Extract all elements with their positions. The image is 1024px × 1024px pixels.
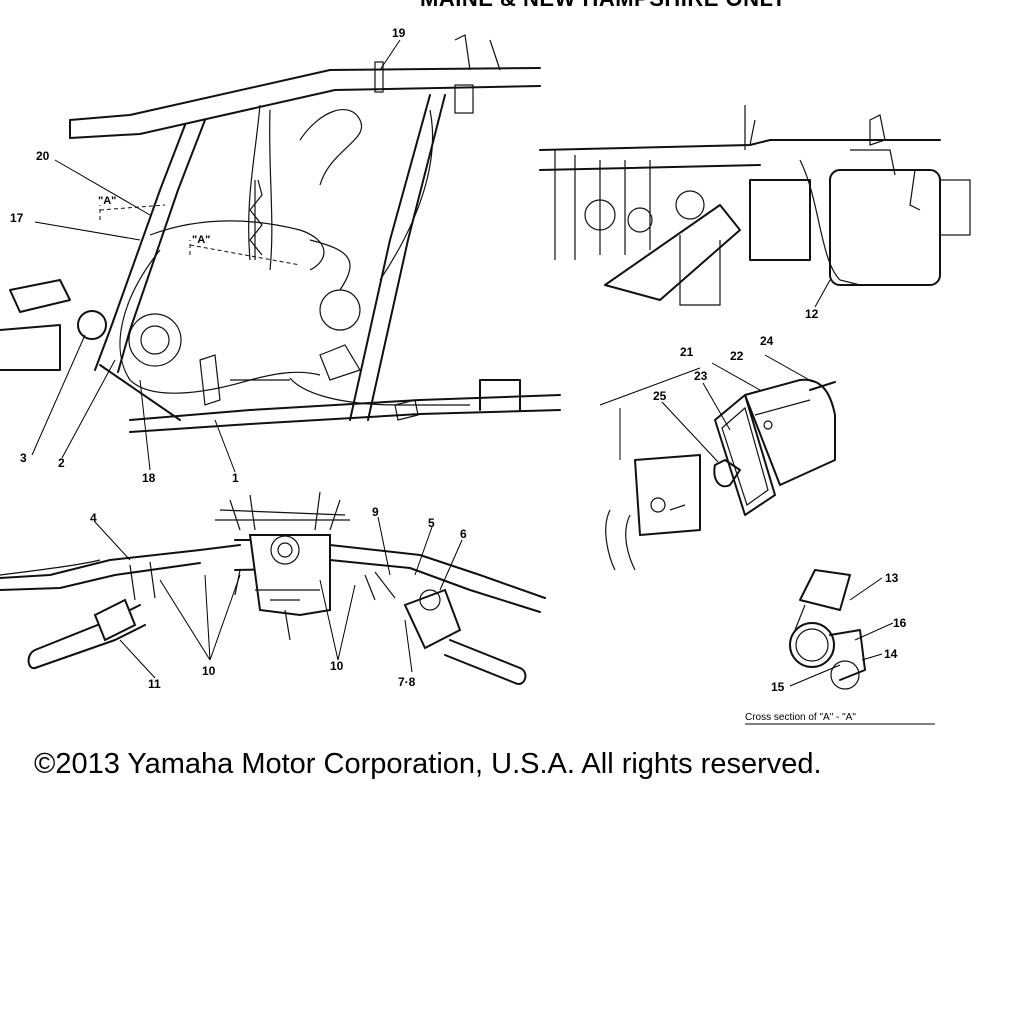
cross-section-caption-group: Cross section of "A" - "A": [745, 712, 935, 725]
callout-18: 18: [142, 471, 156, 485]
callout-11: 11: [148, 677, 161, 691]
callout-10-left: 10: [202, 664, 216, 678]
callout-leader-lines: [31, 39, 894, 687]
callout-5: 5: [428, 516, 435, 530]
cross-section-caption: Cross section of "A" - "A": [745, 712, 856, 723]
callout-13: 13: [885, 571, 899, 585]
callout-2: 2: [58, 456, 65, 470]
callout-10-right: 10: [330, 659, 344, 673]
diagram-header-title: MAINE & NEW HAMPSHIRE ONLY: [420, 0, 787, 12]
callout-15: 15: [771, 680, 785, 694]
callout-23: 23: [694, 369, 708, 383]
callout-9: 9: [372, 505, 379, 519]
callout-20: 20: [36, 149, 50, 163]
rear-wiring-detail: [539, 105, 971, 306]
callout-1: 1: [232, 471, 239, 485]
callout-3: 3: [20, 451, 27, 465]
callout-21: 21: [680, 345, 694, 359]
callout-22: 22: [730, 349, 744, 363]
cross-section-detail: [789, 569, 866, 690]
callout-7-8: 7·8: [398, 675, 416, 689]
callout-numbers: 1 2 3 4 5 6 7·8 9 10 10 11 12 13 14 15 1…: [10, 26, 907, 694]
callout-16: 16: [893, 616, 907, 630]
callout-25: 25: [653, 389, 667, 403]
frame-assembly: [0, 34, 561, 433]
callout-14: 14: [884, 647, 898, 661]
license-lamp-exploded-view: [599, 367, 836, 571]
callout-24: 24: [760, 334, 774, 348]
handlebar-assembly: [0, 491, 546, 685]
section-marker-upper: "A": [98, 195, 116, 207]
callout-17: 17: [10, 211, 24, 225]
copyright-notice: ©2013 Yamaha Motor Corporation, U.S.A. A…: [34, 748, 822, 780]
section-marker-lower: "A": [192, 234, 210, 246]
callout-4: 4: [90, 511, 97, 525]
callout-19: 19: [392, 26, 406, 40]
callout-12: 12: [805, 307, 819, 321]
callout-6: 6: [460, 527, 467, 541]
